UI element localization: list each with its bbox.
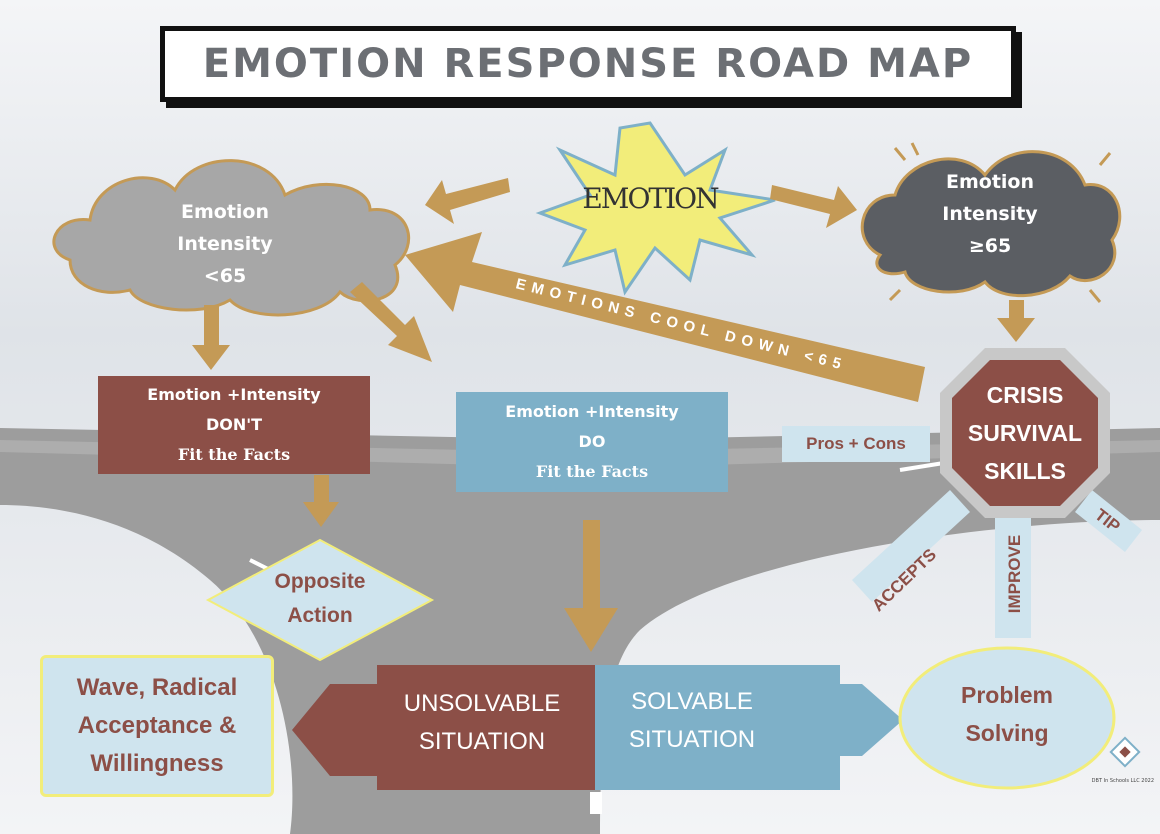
low-intensity-cloud [52,159,411,317]
tip-banner [1075,490,1142,552]
high-cloud-line2: Intensity [942,203,1038,225]
opposite-action-diamond [205,538,435,662]
problem-solving-line1: Problem [960,682,1054,708]
improve-label: IMPROVE [1005,535,1024,613]
credit-text: DBT In Schools LLC 2022 [1091,778,1154,784]
arrow-high-down [997,300,1035,342]
arrow-dontfit-down [303,475,339,527]
high-intensity-cloud [860,150,1122,298]
improve-banner [995,510,1031,638]
problem-solving-line2: Solving [965,720,1049,746]
wave-line2: Acceptance & [77,712,237,739]
dont-fit-line1: Emotion +Intensity [147,385,321,404]
wave-line3: Willingness [90,750,224,777]
low-cloud-line2: Intensity [177,233,273,255]
unsolvable-line2: SITUATION [418,728,546,755]
crisis-line2: SURVIVAL [967,420,1083,446]
problem-solving-text: Problem Solving [920,676,1094,752]
high-cloud-line3: ≥65 [968,235,1012,257]
solvable-text: SOLVABLE SITUATION [597,683,787,759]
title-banner: EMOTION RESPONSE ROAD MAP [160,26,1016,102]
arrow-low-diagonal [350,282,432,362]
storm-marks [888,142,1112,303]
wave-line1: Wave, Radical [76,674,238,701]
arrow-low-down [192,305,230,370]
solvable-arrow [595,665,903,790]
dont-fit-box: Emotion +Intensity DON'T Fit the Facts [98,376,370,474]
opposite-action-text: Opposite Action [240,565,400,633]
do-fit-line3: Fit the Facts [535,462,649,481]
arrow-cool-down [405,232,925,402]
dont-fit-line3: Fit the Facts [177,445,291,464]
wave-acceptance-box: Wave, Radical Acceptance & Willingness [40,655,274,797]
opposite-action-line2: Action [287,604,353,627]
do-fit-line1: Emotion +Intensity [505,402,679,421]
crisis-octagon [952,360,1098,506]
accepts-banner [852,490,970,602]
crisis-line3: SKILLS [984,458,1066,484]
problem-solving-ellipse [898,646,1116,790]
solvable-line2: SITUATION [628,726,756,753]
crisis-text: CRISIS SURVIVAL SKILLS [945,376,1105,490]
arrow-emotion-to-low [425,178,510,224]
unsolvable-line1: UNSOLVABLE [403,690,561,717]
opposite-action-line1: Opposite [274,570,366,593]
tan-arrows [192,178,1035,652]
do-fit-box: Emotion +Intensity DO Fit the Facts [456,392,728,492]
do-fit-line2: DO [578,432,606,451]
arrow-emotion-to-high [770,185,857,228]
unsolvable-arrow [292,665,595,790]
arrow-dofit-down [564,520,618,652]
solvable-line1: SOLVABLE [631,688,753,715]
emotion-burst [535,121,776,296]
low-cloud-line1: Emotion [180,201,269,223]
crisis-line1: CRISIS [986,382,1064,408]
page-title: EMOTION RESPONSE ROAD MAP [202,41,974,87]
dbt-logo [1109,736,1141,768]
low-cloud-text: Emotion Intensity <65 [150,196,300,292]
dont-fit-line2: DON'T [205,415,263,434]
pros-cons-banner [782,426,930,462]
pros-cons-label: Pros + Cons [806,434,906,453]
low-cloud-line3: <65 [203,265,247,287]
unsolvable-text: UNSOLVABLE SITUATION [377,685,587,761]
high-cloud-text: Emotion Intensity ≥65 [915,166,1065,262]
high-cloud-line1: Emotion [945,171,1034,193]
emotion-label: EMOTION [582,182,719,215]
